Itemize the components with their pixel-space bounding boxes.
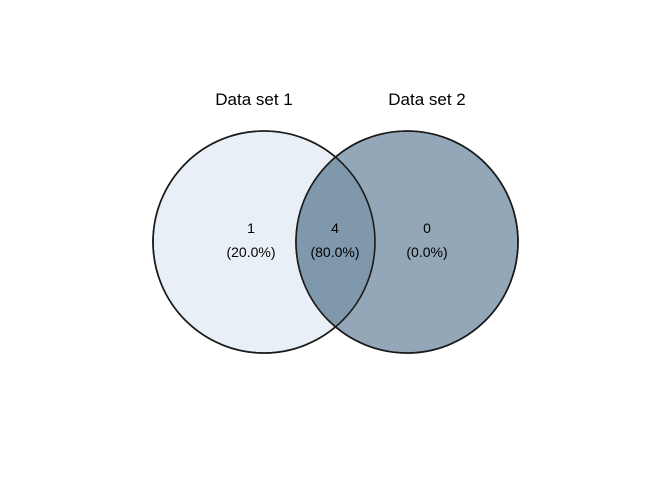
region-percent-right-only: (0.0%)	[406, 244, 447, 260]
region-percent-intersection: (80.0%)	[310, 244, 359, 260]
region-count-left-only: 1	[247, 220, 255, 236]
venn-intersection-group	[296, 131, 518, 353]
set-label-data-set-1: Data set 1	[215, 90, 293, 109]
region-count-intersection: 4	[331, 220, 339, 236]
region-percent-left-only: (20.0%)	[226, 244, 275, 260]
venn-circle-data-set-1-outline	[152, 130, 376, 354]
set-label-data-set-2: Data set 2	[388, 90, 466, 109]
region-count-right-only: 0	[423, 220, 431, 236]
venn-intersection-region[interactable]	[296, 131, 518, 353]
venn-circle-data-set-2-outline	[295, 130, 519, 354]
